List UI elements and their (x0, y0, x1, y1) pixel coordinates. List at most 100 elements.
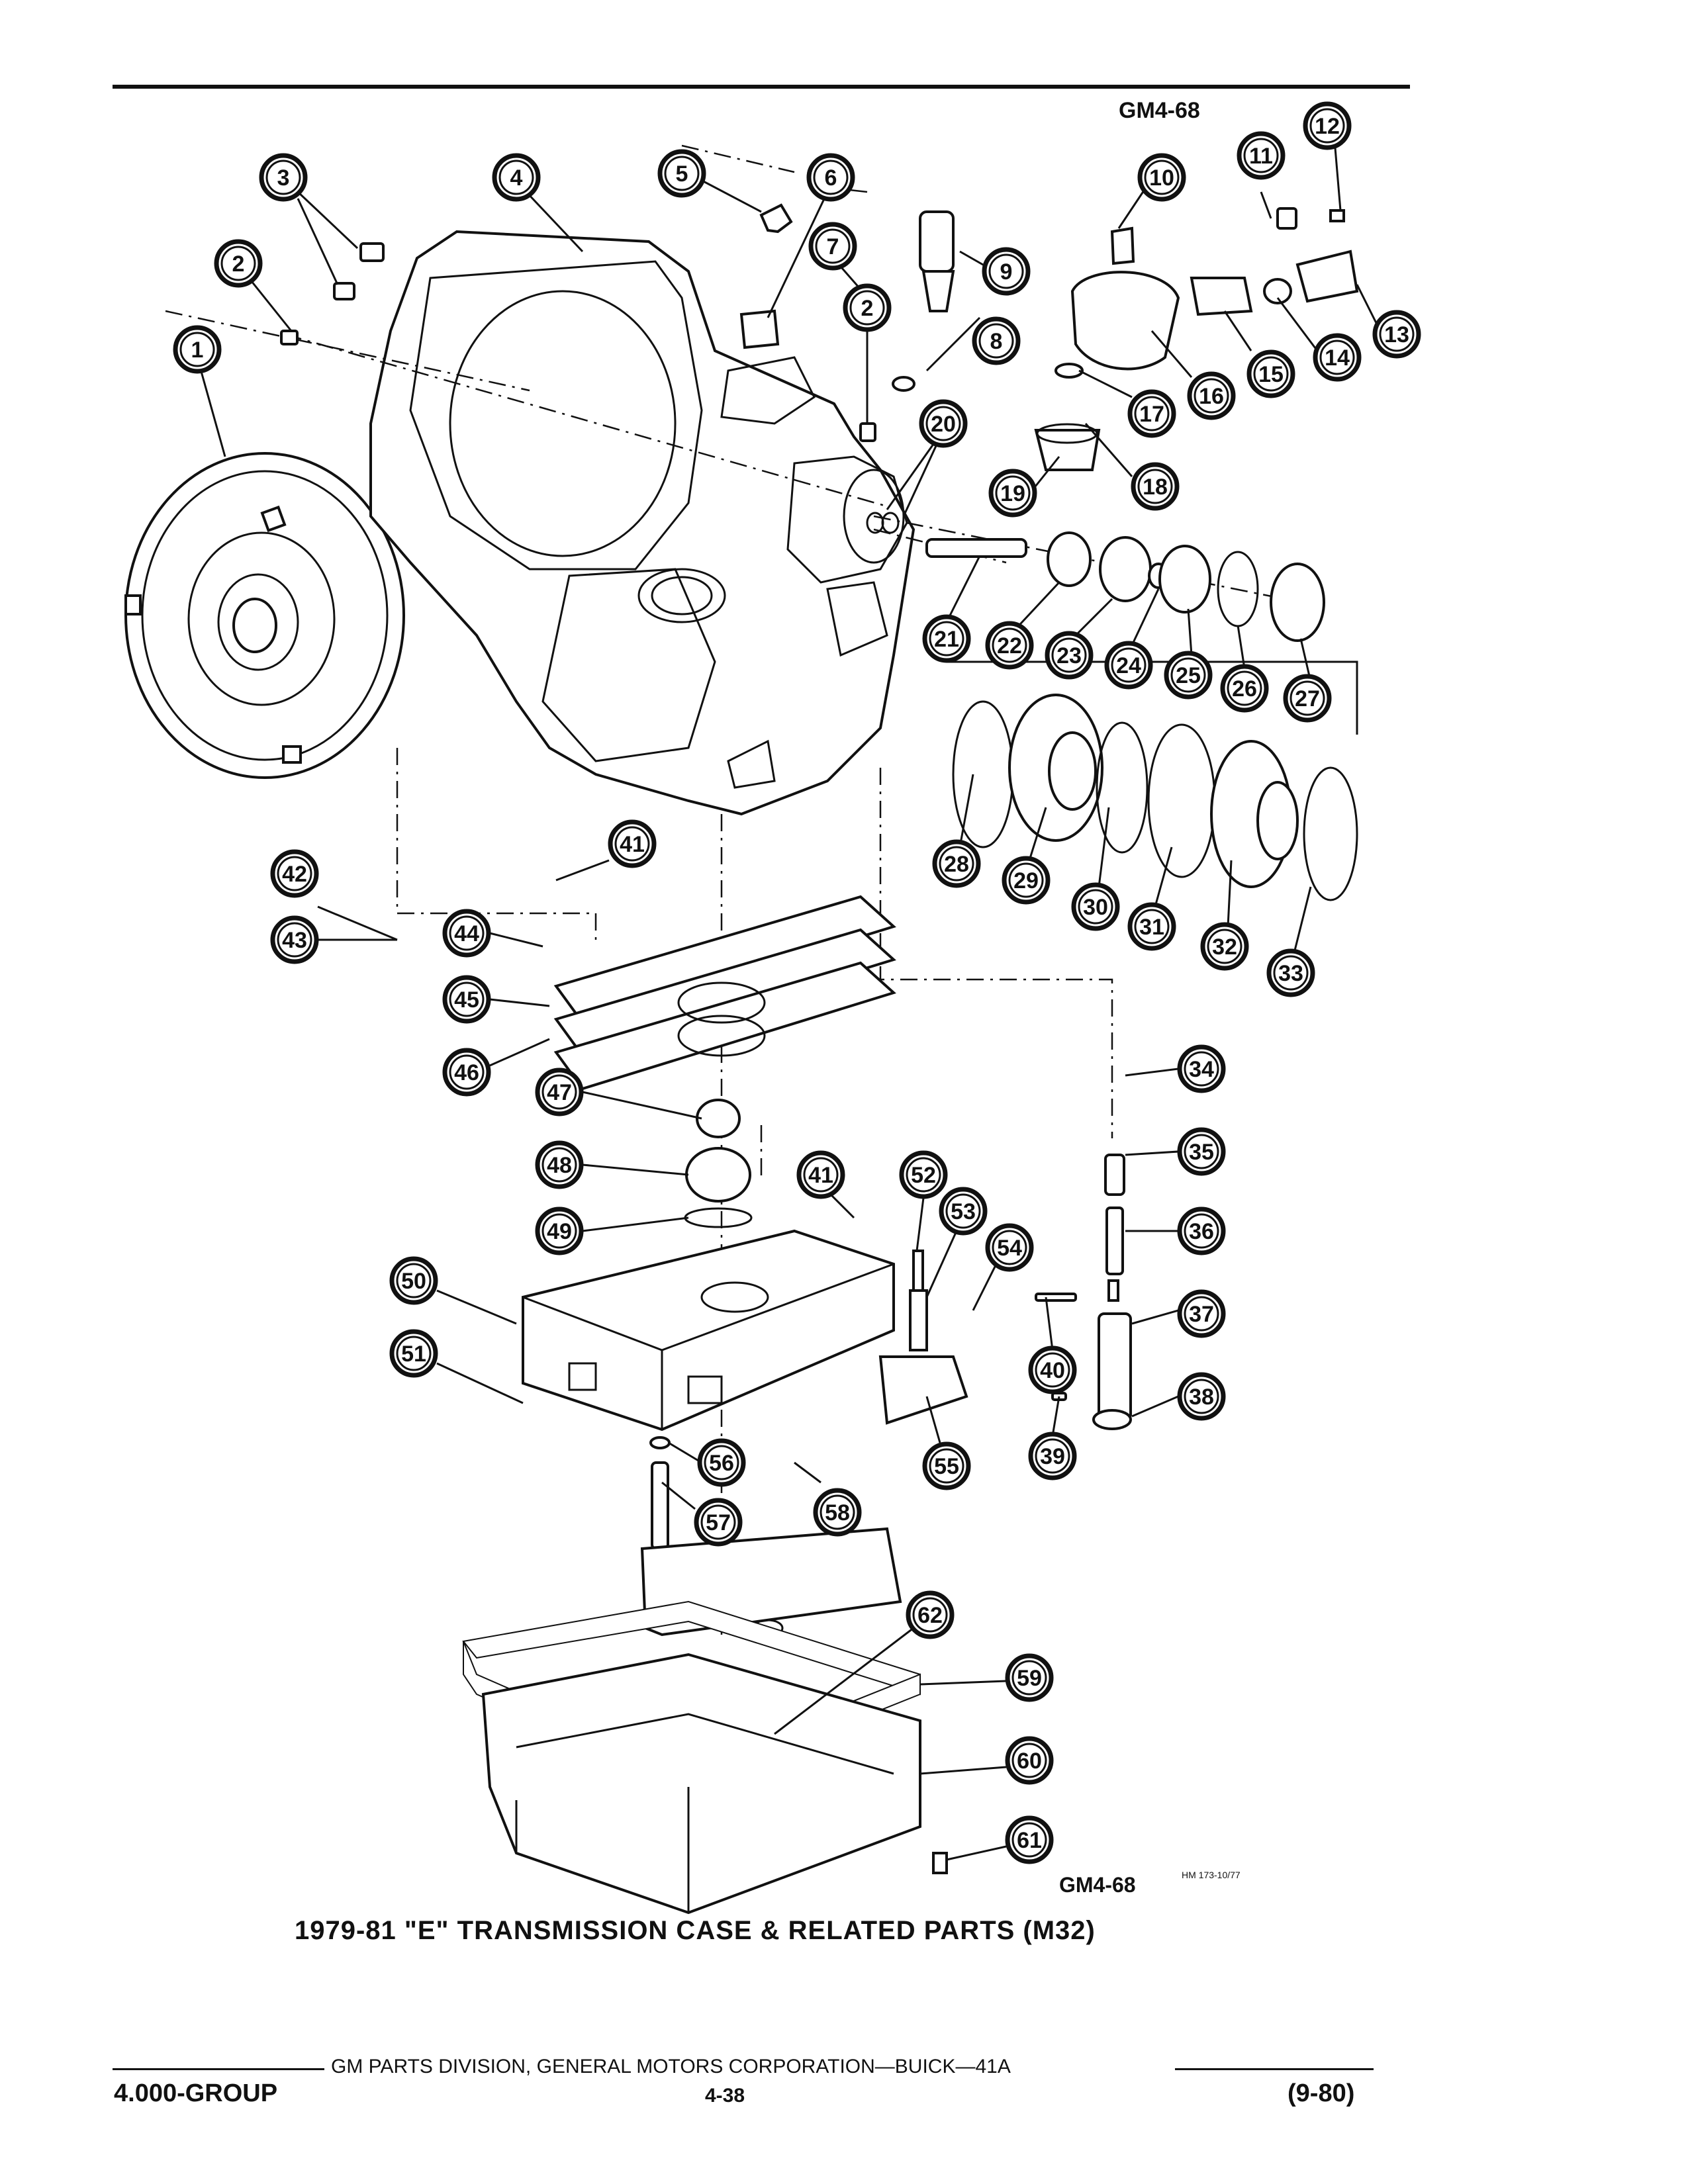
svg-text:54: 54 (997, 1236, 1022, 1261)
svg-text:33: 33 (1278, 961, 1303, 986)
callout-52: 52 (899, 1150, 948, 1199)
svg-text:58: 58 (825, 1500, 850, 1525)
svg-text:59: 59 (1017, 1666, 1042, 1691)
callout-15: 15 (1246, 349, 1295, 398)
svg-text:31: 31 (1139, 915, 1164, 940)
svg-text:49: 49 (547, 1219, 572, 1244)
svg-text:2: 2 (232, 251, 245, 277)
svg-text:37: 37 (1189, 1302, 1214, 1327)
svg-text:43: 43 (282, 928, 307, 953)
svg-text:57: 57 (706, 1510, 731, 1535)
callout-30: 30 (1071, 882, 1120, 931)
svg-text:24: 24 (1116, 653, 1141, 678)
footer-rule-right (1175, 2068, 1374, 2070)
svg-text:15: 15 (1258, 362, 1284, 387)
figure-title: 1979-81 "E" TRANSMISSION CASE & RELATED … (295, 1916, 1096, 1945)
svg-text:36: 36 (1189, 1219, 1214, 1244)
svg-text:19: 19 (1000, 481, 1025, 506)
callout-44: 44 (442, 909, 491, 958)
callout-21: 21 (922, 614, 971, 663)
callout-19: 19 (988, 469, 1037, 518)
svg-text:28: 28 (944, 852, 969, 877)
svg-text:62: 62 (917, 1603, 943, 1628)
callout-62: 62 (906, 1590, 955, 1639)
svg-text:50: 50 (401, 1269, 426, 1294)
callout-29: 29 (1002, 856, 1051, 905)
callout-12: 12 (1303, 101, 1352, 150)
callout-41: 41 (608, 819, 657, 868)
spacer-plate-gaskets (553, 895, 896, 1091)
callout-4: 4 (492, 153, 541, 202)
svg-text:32: 32 (1212, 934, 1237, 960)
callout-38: 38 (1177, 1372, 1226, 1421)
callout-3: 3 (259, 153, 308, 202)
svg-text:52: 52 (911, 1163, 936, 1188)
callout-20: 20 (919, 399, 968, 448)
callout-28: 28 (932, 839, 981, 888)
callout-26: 26 (1220, 664, 1269, 713)
detent-parts (878, 1250, 968, 1425)
callout-41: 41 (796, 1150, 845, 1199)
callout-13: 13 (1372, 310, 1421, 359)
svg-text:55: 55 (934, 1454, 959, 1479)
svg-text:13: 13 (1384, 322, 1409, 347)
servo-parts (925, 531, 1358, 901)
callout-5: 5 (657, 149, 706, 198)
callout-10: 10 (1137, 153, 1186, 202)
callout-51: 51 (389, 1329, 438, 1378)
callout-14: 14 (1313, 333, 1362, 382)
svg-text:42: 42 (282, 862, 307, 887)
callout-11: 11 (1237, 131, 1286, 180)
callout-8: 8 (972, 316, 1021, 365)
artist-stamp: HM 173-10/77 (1182, 1870, 1241, 1880)
svg-text:18: 18 (1143, 475, 1168, 500)
callout-17: 17 (1127, 389, 1176, 438)
callout-27: 27 (1283, 674, 1332, 723)
callout-6: 6 (806, 153, 855, 202)
callout-37: 37 (1177, 1289, 1226, 1338)
callout-40: 40 (1028, 1345, 1077, 1394)
callout-47: 47 (535, 1068, 584, 1116)
callout-2: 2 (843, 283, 892, 332)
callout-54: 54 (985, 1223, 1034, 1272)
callout-35: 35 (1177, 1127, 1226, 1176)
svg-text:20: 20 (931, 412, 956, 437)
callout-36: 36 (1177, 1206, 1226, 1255)
callout-32: 32 (1200, 922, 1249, 971)
accumulator-parts (684, 1099, 753, 1228)
svg-text:25: 25 (1176, 663, 1201, 688)
callout-9: 9 (982, 247, 1031, 296)
group-label: 4.000-GROUP (114, 2079, 278, 2107)
svg-text:41: 41 (620, 832, 645, 857)
callout-33: 33 (1266, 948, 1315, 997)
svg-text:10: 10 (1149, 165, 1174, 191)
oil-pan (462, 1600, 948, 1915)
svg-text:35: 35 (1189, 1140, 1214, 1165)
svg-text:27: 27 (1295, 686, 1320, 711)
svg-text:4: 4 (510, 165, 523, 191)
svg-text:11: 11 (1249, 144, 1273, 169)
callout-39: 39 (1028, 1432, 1077, 1480)
callout-balloons: 1 2 2 3 4 5 6 7 8 9 10 11 12 13 14 15 16… (173, 101, 1421, 1864)
svg-text:14: 14 (1325, 345, 1350, 371)
upper-small-parts (280, 203, 1359, 471)
svg-text:5: 5 (676, 161, 688, 187)
callout-18: 18 (1131, 462, 1180, 511)
svg-text:61: 61 (1017, 1828, 1042, 1853)
svg-text:22: 22 (997, 633, 1022, 659)
callout-31: 31 (1127, 902, 1176, 951)
footer-rule-left (113, 2068, 324, 2070)
callout-59: 59 (1005, 1653, 1054, 1702)
callout-25: 25 (1164, 651, 1213, 700)
callout-61: 61 (1005, 1815, 1054, 1864)
callout-53: 53 (939, 1187, 988, 1236)
svg-text:16: 16 (1199, 384, 1224, 409)
top-rule (113, 85, 1410, 89)
callout-48: 48 (535, 1140, 584, 1189)
transmission-case (369, 230, 915, 816)
callout-58: 58 (813, 1488, 862, 1537)
svg-text:26: 26 (1232, 676, 1257, 702)
callout-46: 46 (442, 1048, 491, 1097)
pressure-regulator-parts (1035, 1154, 1132, 1430)
